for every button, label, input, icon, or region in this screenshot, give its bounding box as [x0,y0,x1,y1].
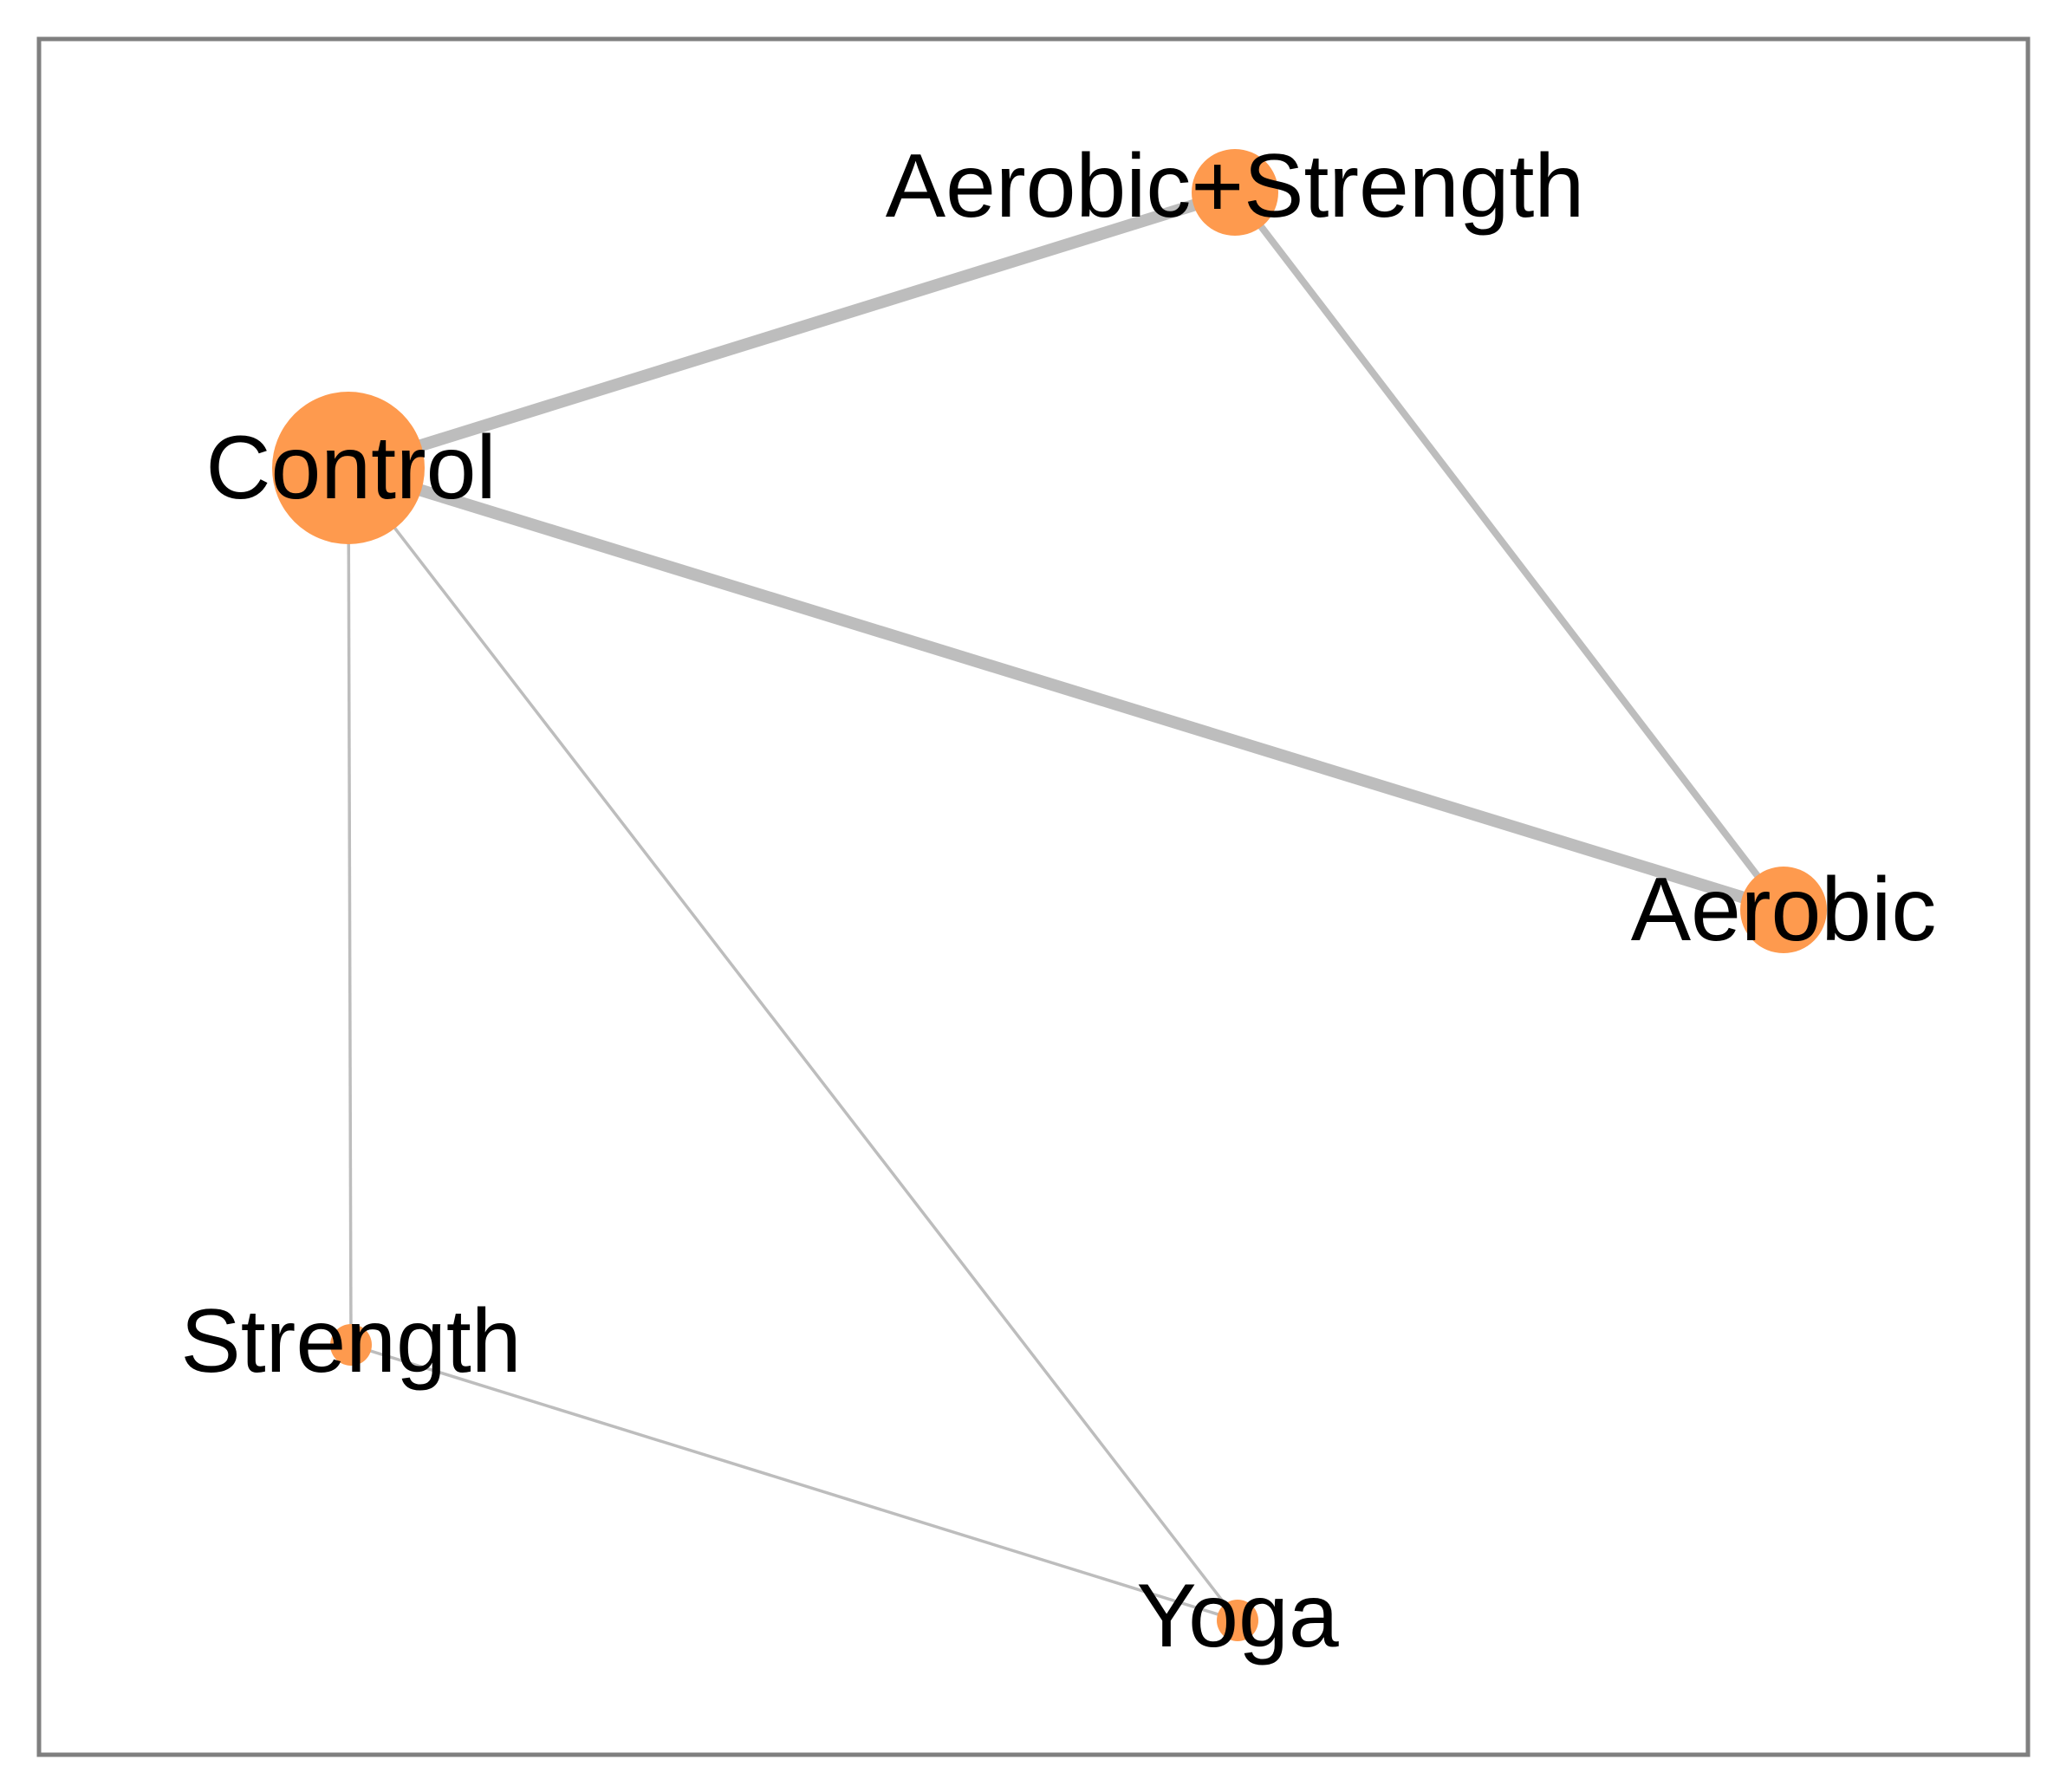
edges-group [346,186,1787,1622]
edge-control-strength [347,467,353,1346]
node-label-control: Control [205,418,496,518]
node-aerobic_strength [1192,149,1278,236]
node-label-strength: Strength [180,1291,521,1392]
node-control [272,392,425,544]
node-aerobic [1740,867,1827,953]
diagram-frame [36,36,2031,1757]
edge-aerobic_strength-aerobic [1231,190,1787,912]
node-yoga [1217,1600,1258,1641]
edge-strength-yoga [350,1343,1238,1622]
node-label-yoga: Yoga [1136,1566,1339,1666]
edge-control-yoga [347,466,1239,1622]
node-label-aerobic: Aerobic [1631,860,1937,960]
node-label-aerobic_strength: Aerobic+Strength [886,136,1585,237]
edge-control-aerobic [346,462,1786,916]
labels-group: Control Aerobic+StrengthAerobicStrengthYo… [180,136,1936,1666]
node-strength [330,1324,372,1366]
nodes-group [272,149,1827,1641]
edge-control-aerobic_strength [346,186,1238,474]
